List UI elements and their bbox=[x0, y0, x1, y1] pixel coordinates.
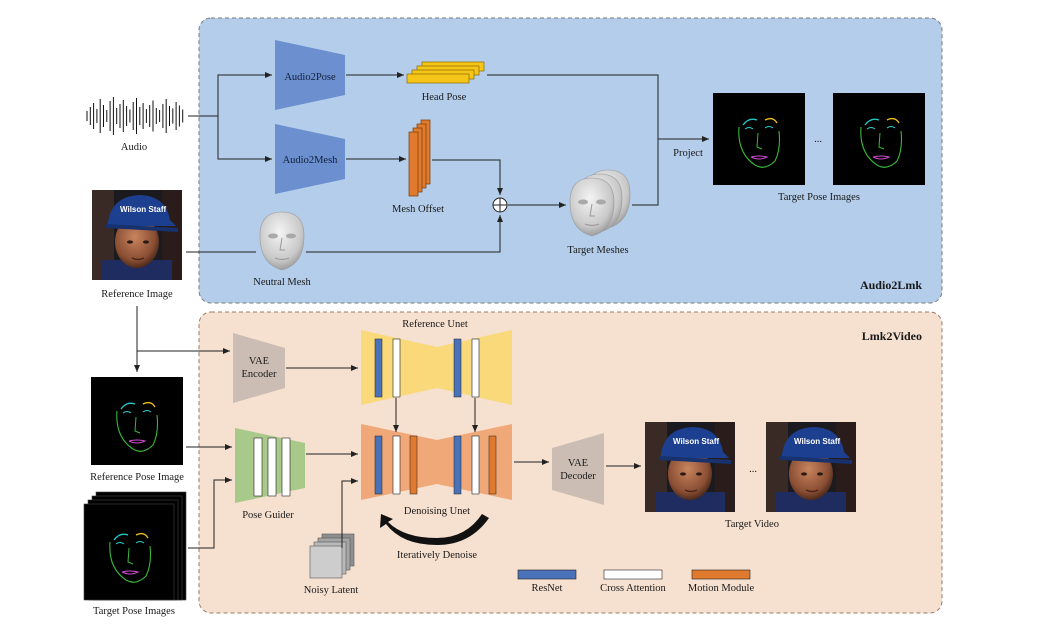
reference-pose-image bbox=[91, 377, 183, 465]
denoising-unet bbox=[361, 424, 512, 500]
head-pose-vectors bbox=[406, 61, 485, 84]
target-meshes-label: Target Meshes bbox=[567, 245, 628, 256]
audio2lmk-title: Audio2Lmk bbox=[860, 278, 922, 292]
vae-decoder-label-1: VAE bbox=[568, 458, 588, 469]
vae-encoder-label-2: Encoder bbox=[242, 369, 277, 380]
target-pose-image-1 bbox=[713, 93, 805, 185]
legend-motion-module-label: Motion Module bbox=[688, 583, 755, 594]
target-video-ellipsis: ... bbox=[749, 464, 757, 475]
legend-cross-attention-swatch bbox=[603, 569, 663, 580]
target-video-frame-1 bbox=[644, 421, 736, 513]
reference-image bbox=[91, 189, 183, 281]
iteratively-denoise-label: Iteratively Denoise bbox=[397, 550, 478, 561]
audio2pose-encoder bbox=[275, 40, 345, 110]
vae-encoder-label-1: VAE bbox=[249, 356, 269, 367]
legend-resnet-label: ResNet bbox=[532, 583, 563, 594]
legend-resnet-swatch bbox=[517, 569, 577, 580]
audio2pose-label: Audio2Pose bbox=[284, 72, 336, 83]
target-pose-image-2 bbox=[833, 93, 925, 185]
iterative-denoise-arrow bbox=[380, 514, 489, 545]
head-pose-label: Head Pose bbox=[422, 92, 467, 103]
legend-motion-module-swatch bbox=[691, 569, 751, 580]
target-pose-ellipsis: ... bbox=[814, 134, 822, 145]
reference-unet-label: Reference Unet bbox=[402, 319, 468, 330]
target-pose-images-stack bbox=[83, 491, 187, 601]
vae-decoder-label-2: Decoder bbox=[560, 471, 596, 482]
target-pose-images-label: Target Pose Images bbox=[778, 192, 860, 203]
vae-decoder bbox=[552, 433, 604, 505]
neutral-mesh-label: Neutral Mesh bbox=[253, 277, 311, 288]
target-video-label: Target Video bbox=[725, 519, 779, 530]
target-video-frame-2 bbox=[765, 421, 857, 513]
reference-pose-image-label: Reference Pose Image bbox=[90, 472, 184, 483]
legend: ResNet Cross Attention Motion Module bbox=[517, 569, 755, 594]
mesh-offset-label: Mesh Offset bbox=[392, 204, 444, 215]
denoising-unet-label: Denoising Unet bbox=[404, 506, 470, 517]
reference-unet bbox=[361, 330, 512, 405]
project-label: Project bbox=[673, 148, 703, 159]
pose-guider-layers bbox=[253, 437, 291, 497]
audio2mesh-encoder bbox=[275, 124, 345, 194]
target-pose-images-input-label: Target Pose Images bbox=[93, 606, 175, 617]
noisy-latent-label: Noisy Latent bbox=[304, 585, 359, 596]
noisy-latent-stack bbox=[309, 533, 355, 579]
audio-label: Audio bbox=[121, 142, 147, 153]
audio-waveform bbox=[86, 97, 184, 135]
audio2mesh-label: Audio2Mesh bbox=[283, 155, 339, 166]
legend-cross-attention-label: Cross Attention bbox=[600, 583, 666, 594]
vae-encoder bbox=[233, 333, 285, 403]
lmk2video-title: Lmk2Video bbox=[862, 329, 922, 343]
audio2lmk-panel bbox=[198, 17, 943, 304]
mesh-offset-vectors bbox=[408, 119, 431, 197]
pose-guider-label: Pose Guider bbox=[242, 510, 294, 521]
reference-image-label: Reference Image bbox=[101, 289, 173, 300]
sum-operator bbox=[492, 197, 508, 213]
